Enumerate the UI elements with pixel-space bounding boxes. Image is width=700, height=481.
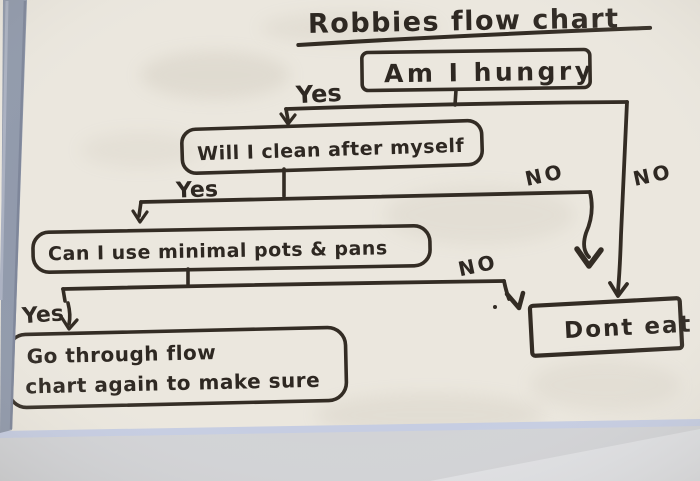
flowchart-canvas: Robbies flow chart Am I hungry Yes NO Wi… [0,0,700,481]
photo-vignette [0,0,700,481]
photo-environment [0,0,700,481]
whiteboard-photo: Robbies flow chart Am I hungry Yes NO Wi… [0,0,700,481]
